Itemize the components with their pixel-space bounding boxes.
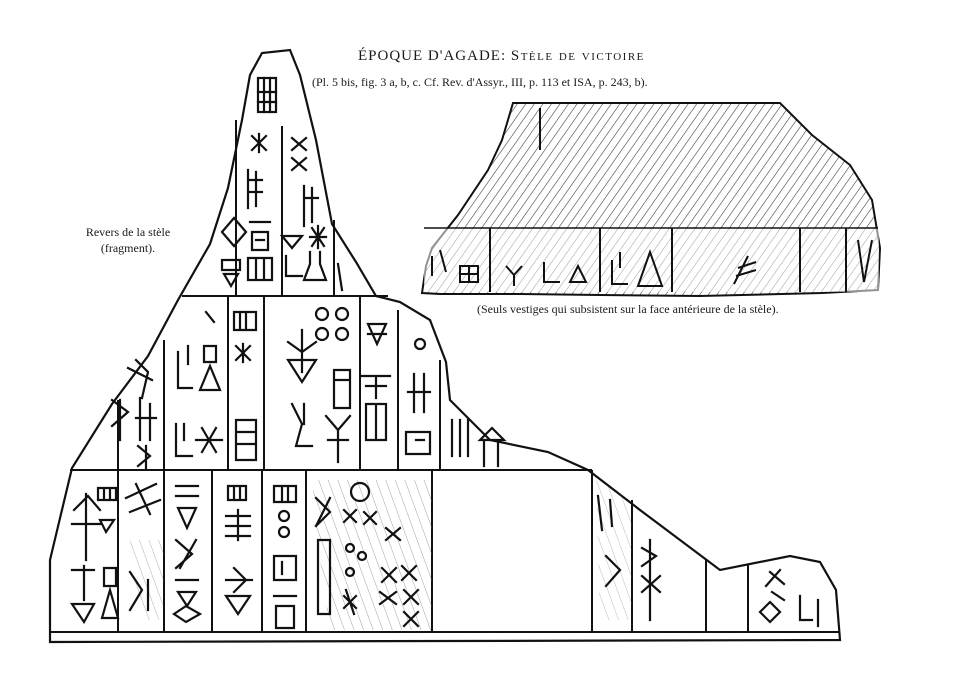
title-smallcaps: Stèle de victoire [510, 48, 645, 64]
reverse-caption-line2: (fragment). [100, 241, 156, 255]
reverse-fragment [48, 48, 842, 644]
reverse-caption: Revers de la stèle (fragment). [78, 224, 178, 256]
title-main: ÉPOQUE D'AGADE: [358, 48, 511, 64]
reverse-caption-line1: Revers de la stèle [85, 225, 171, 239]
front-fragment [420, 102, 882, 298]
plate-subtitle: (Pl. 5 bis, fig. 3 a, b, c. Cf. Rev. d'A… [312, 75, 648, 89]
plate-title: ÉPOQUE D'AGADE: Stèle de victoire [358, 48, 645, 65]
front-caption: (Seuls vestiges qui subsistent sur la fa… [477, 302, 779, 316]
